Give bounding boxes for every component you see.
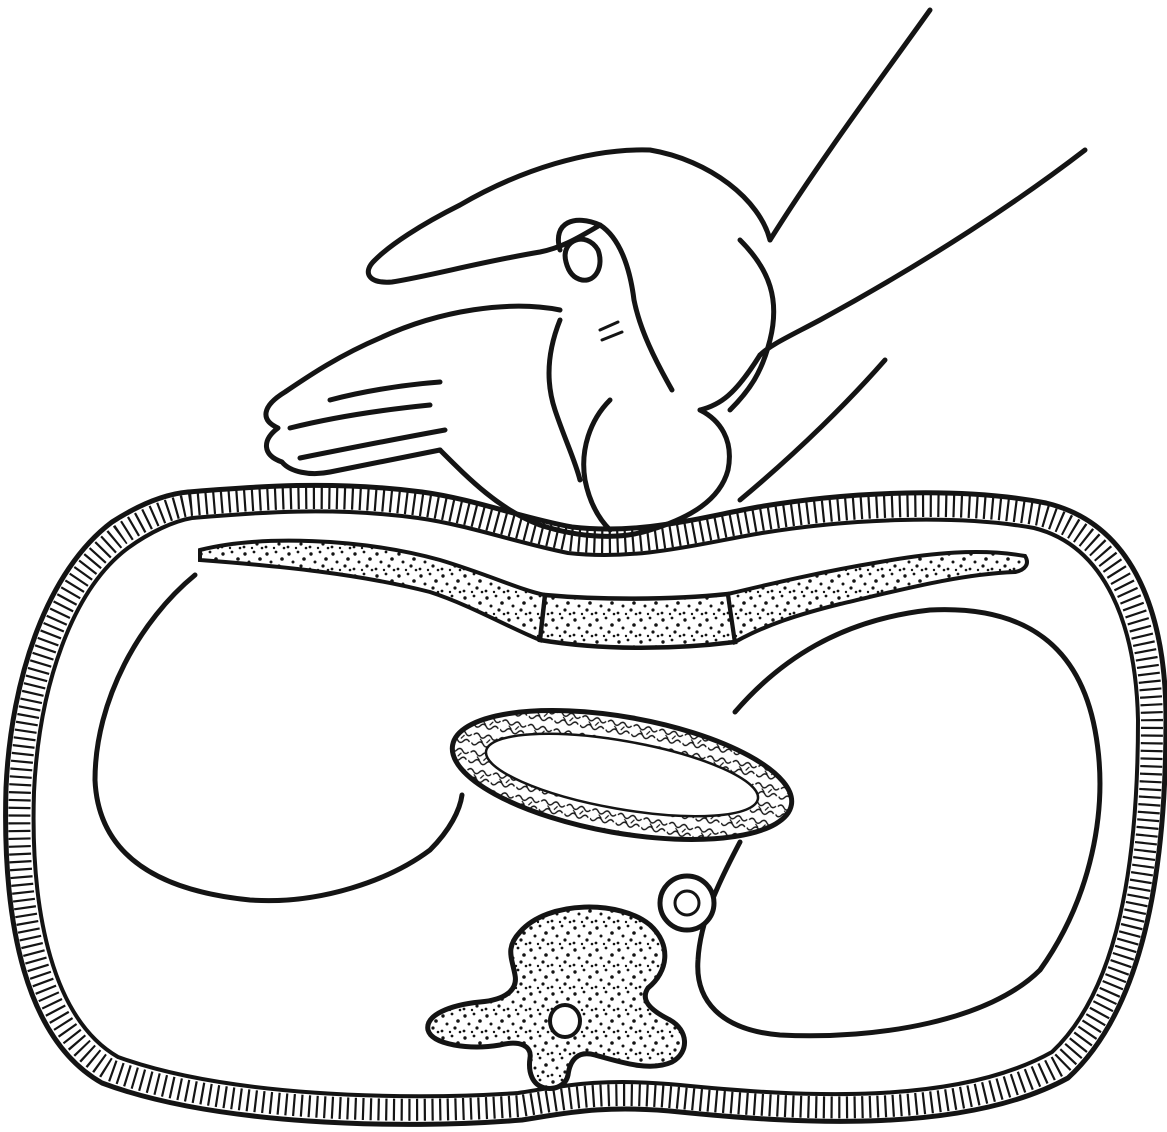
costal-cartilage-left <box>200 541 545 640</box>
palm-crease <box>584 400 610 530</box>
forearm-under-line <box>740 360 885 500</box>
thumb-crease-1 <box>600 322 618 330</box>
palm-crease-2 <box>549 320 580 480</box>
costal-cartilage-right <box>728 552 1027 642</box>
forearm-upper-line <box>770 10 930 240</box>
thumb-crease-2 <box>602 332 622 340</box>
sternum <box>540 594 735 648</box>
top-thumb <box>558 220 672 390</box>
finger-line-2 <box>290 405 430 428</box>
hands-pressing <box>266 10 1085 536</box>
spinal-canal <box>550 1005 580 1037</box>
top-hand <box>368 150 770 282</box>
top-thumbnail <box>565 239 600 280</box>
vertebra <box>428 907 685 1088</box>
left-lung <box>95 575 462 901</box>
lower-hand-fingers <box>266 306 560 473</box>
aorta <box>660 876 714 930</box>
finger-line-1 <box>330 382 440 400</box>
heart <box>443 688 802 862</box>
